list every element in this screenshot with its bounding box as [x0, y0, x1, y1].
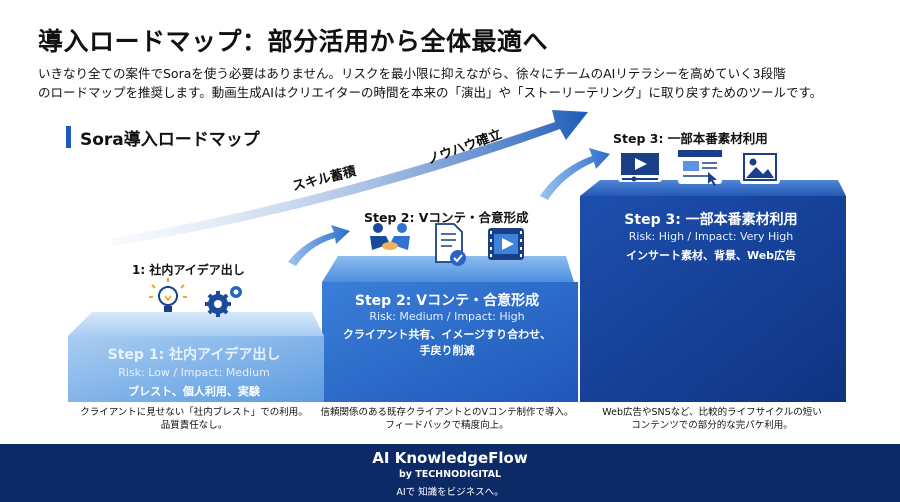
note-line: 品質責任なし。 — [160, 420, 228, 431]
step1-block — [68, 336, 324, 402]
step1-name: Step 1: 社内アイデア出し — [107, 347, 281, 363]
footer-tagline: AIで 知識をビジネスへ。 — [396, 487, 504, 498]
step3-block-top — [580, 180, 846, 196]
step1-detail: ブレスト、個人利用、実験 — [128, 385, 260, 398]
footer-bar — [0, 444, 900, 502]
step2-block — [322, 282, 578, 402]
footer-byline: by TECHNODIGITAL — [398, 469, 502, 480]
section-accent-bar — [66, 126, 71, 148]
note-line: 信頼関係のある既存クライアントとのVコンテ制作で導入。 — [320, 407, 574, 418]
step2-name: Step 2: Vコンテ・合意形成 — [354, 293, 540, 309]
note-line: クライアントに見せない「社内ブレスト」での利用。 — [80, 407, 308, 418]
note-line: コンテンツでの部分的な完パケ利用。 — [631, 420, 793, 431]
note-line: フィードバックで精度向上。 — [385, 420, 509, 431]
note-line: Web広告やSNSなど、比較的ライフサイクルの短い — [602, 407, 822, 418]
step2-risk: Risk: Medium / Impact: High — [369, 310, 525, 323]
step2-detail: クライアント共有、イメージすり合わせ、 — [342, 328, 552, 341]
lightbulb-icon — [149, 278, 187, 312]
section-title: Sora導入ロードマップ — [80, 130, 260, 150]
page-title: 導入ロードマップ：部分活用から全体最適へ — [38, 27, 549, 56]
web-browser-icon — [678, 150, 722, 186]
step3-note: Web広告やSNSなど、比較的ライフサイクルの短い コンテンツでの部分的な完パケ… — [578, 406, 846, 432]
description-line: いきなり全ての案件でSoraを使う必要はありません。リスクを最小限に抑えながら、… — [38, 66, 786, 81]
step1-risk: Risk: Low / Impact: Medium — [118, 366, 270, 379]
video-film-icon — [488, 228, 524, 260]
handshake-icon — [370, 223, 410, 250]
step2-detail: 手戻り削減 — [419, 344, 475, 357]
step2-above-label: Step 2: Vコンテ・合意形成 — [364, 210, 529, 225]
video-player-icon — [618, 150, 662, 182]
gears-icon — [205, 286, 242, 317]
step3-detail: インサート素材、背景、Web広告 — [625, 249, 797, 262]
image-icon — [740, 150, 780, 184]
step3-name: Step 3: 一部本番素材利用 — [624, 212, 798, 228]
transition-arrow-1 — [288, 225, 350, 266]
step2-block-top — [322, 256, 574, 282]
step3-block — [580, 196, 846, 402]
footer-brand: AI KnowledgeFlow — [372, 449, 528, 467]
document-check-icon — [435, 223, 466, 266]
step1-block-top — [68, 312, 324, 336]
step3-risk: Risk: High / Impact: Very High — [628, 230, 794, 243]
step3-above-label: Step 3: 一部本番素材利用 — [613, 131, 768, 146]
roadmap-illustration — [68, 110, 846, 402]
step1-above-label: 1: 社内アイデア出し — [132, 263, 245, 277]
transition-arrow-2 — [540, 148, 610, 200]
step2-note: 信頼関係のある既存クライアントとのVコンテ制作で導入。 フィードバックで精度向上… — [318, 406, 576, 432]
description-line: のロードマップを推奨します。動画生成AIはクリエイターの時間を本来の「演出」や「… — [38, 85, 823, 100]
growth-arrow — [110, 110, 588, 246]
page-description: いきなり全ての案件でSoraを使う必要はありません。リスクを最小限に抑えながら、… — [38, 64, 868, 102]
step1-note: クライアントに見せない「社内ブレスト」での利用。 品質責任なし。 — [68, 406, 320, 432]
